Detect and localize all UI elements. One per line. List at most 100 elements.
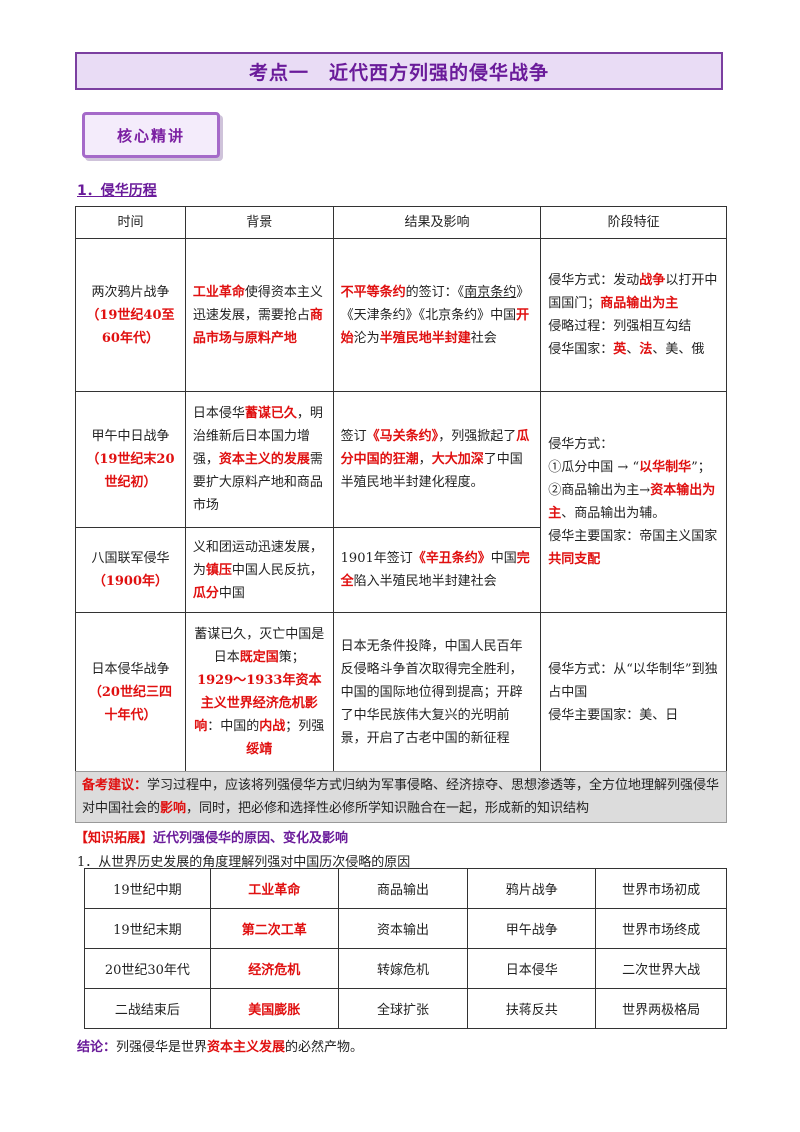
feature-cell: 侵华方式：从“以华制华”到独占中国侵华主要国家：美、日 <box>540 612 727 772</box>
invasion-history-table: 时间 背景 结果及影响 阶段特征 两次鸦片战争 （19世纪40至60年代） 工业… <box>75 206 727 772</box>
highlighted-term: 资本输出为主 <box>548 483 716 521</box>
background-cell: 工业革命使得资本主义迅速发展，需要抢占商品市场与原料产地 <box>184 238 334 392</box>
highlighted-term: 《辛丑条约》 <box>412 551 491 566</box>
table-cell: 全球扩张 <box>337 988 469 1029</box>
result-cell: 1901年签订《辛丑条约》中国完全陷入半殖民地半封建社会 <box>332 527 542 613</box>
page-title: 考点一 近代西方列强的侵华战争 <box>75 52 723 90</box>
result-cell: 日本无条件投降，中国人民百年反侵略斗争首次取得完全胜利，中国的国际地位得到提高；… <box>332 612 542 772</box>
time-cell: 两次鸦片战争 （19世纪40至60年代） <box>75 238 186 392</box>
highlighted-term: 共同支配 <box>548 552 601 567</box>
table-cell: 世界市场初成 <box>595 868 727 909</box>
highlighted-term: 开始 <box>340 307 530 346</box>
table-cell: 世界两极格局 <box>595 988 727 1029</box>
war-name: 两次鸦片战争 <box>91 284 170 300</box>
table-cell: 工业革命 <box>209 868 339 909</box>
table-cell: 商品输出 <box>337 868 469 909</box>
exam-advice-box: 备考建议：学习过程中，应该将列强侵华方式归纳为军事侵略、经济掠夺、思想渗透等，全… <box>75 771 727 823</box>
highlighted-term: 完全 <box>340 551 530 589</box>
table-cell: 经济危机 <box>209 948 339 989</box>
highlighted-term: 不平等条约 <box>340 284 406 300</box>
highlighted-term: 商品市场与原料产地 <box>192 307 323 346</box>
table-row: 20世纪30年代经济危机转嫁危机日本侵华二次世界大战 <box>84 948 727 989</box>
extension-title: 近代列强侵华的原因、变化及影响 <box>153 831 349 846</box>
war-name: 日本侵华战争 <box>91 661 170 677</box>
header-time: 时间 <box>75 206 186 239</box>
table-header-row: 时间 背景 结果及影响 阶段特征 <box>75 206 727 239</box>
table-cell: 世界市场终成 <box>595 908 727 949</box>
conclusion-text-after: 的必然产物。 <box>285 1040 364 1055</box>
highlighted-term: 半殖民地半封建 <box>379 330 471 346</box>
time-cell: 日本侵华战争 （20世纪三四十年代） <box>75 612 186 772</box>
background-cell: 义和团运动迅速发展，为镇压中国人民反抗，瓜分中国 <box>184 527 334 613</box>
table-row: 19世纪末期第二次工革资本输出甲午战争世界市场终成 <box>84 908 727 949</box>
table-cell: 美国膨胀 <box>209 988 339 1029</box>
highlighted-term: 内战 <box>259 719 286 734</box>
highlighted-term: 工业革命 <box>192 284 245 300</box>
table-cell: 日本侵华 <box>467 948 597 989</box>
war-name: 八国联军侵华 <box>91 551 170 566</box>
highlighted-term: 法 <box>639 342 653 357</box>
core-lecture-badge: 核心精讲 <box>82 112 220 158</box>
table-row: 日本侵华战争 （20世纪三四十年代） 蓄谋已久，灭亡中国是日本既定国策；1929… <box>75 612 727 772</box>
highlighted-term: 镇压 <box>205 562 232 578</box>
highlighted-term: 瓜分 <box>192 585 219 601</box>
table-row: 八国联军侵华 （1900年） 义和团运动迅速发展，为镇压中国人民反抗，瓜分中国 … <box>75 527 727 613</box>
header-background: 背景 <box>184 206 334 239</box>
table-cell: 转嫁危机 <box>337 948 469 989</box>
extension-label: 【知识拓展】 <box>75 831 154 846</box>
table-cell: 第二次工革 <box>209 908 339 949</box>
highlighted-term: 战争 <box>639 273 666 288</box>
table-row: 二战结束后美国膨胀全球扩张扶蒋反共世界两极格局 <box>84 988 727 1029</box>
war-name: 甲午中日战争 <box>91 429 170 444</box>
table-cell: 甲午战争 <box>467 908 597 949</box>
highlighted-term: 资本主义的发展 <box>218 452 310 467</box>
header-feature: 阶段特征 <box>540 206 727 239</box>
conclusion: 结论：列强侵华是世界资本主义发展的必然产物。 <box>77 1036 363 1055</box>
badge-label: 核心精讲 <box>116 126 185 145</box>
table-cell: 二战结束后 <box>84 988 211 1029</box>
result-cell: 签订《马关条约》，列强掀起了瓜分中国的狂潮，大大加深了中国半殖民地半封建化程度。 <box>332 391 542 528</box>
conclusion-text-before: 列强侵华是世界 <box>116 1040 208 1055</box>
highlighted-term: 1929～1933年资本主义世界经济危机影响 <box>194 673 322 734</box>
underlined-text: 南京条约 <box>464 284 517 300</box>
highlighted-term: 商品输出为主 <box>600 296 679 311</box>
section-heading: 1．侵华历程 <box>77 183 157 199</box>
table-cell: 20世纪30年代 <box>84 948 211 989</box>
time-cell: 八国联军侵华 （1900年） <box>75 527 186 613</box>
war-period: （20世纪三四十年代） <box>88 684 172 723</box>
table-row: 19世纪中期工业革命商品输出鸦片战争世界市场初成 <box>84 868 727 909</box>
highlighted-term: 影响 <box>160 801 187 816</box>
time-cell: 甲午中日战争 （19世纪末20世纪初） <box>75 391 186 528</box>
feature-cell: 侵华方式：发动战争以打开中国国门；商品输出为主侵略过程：列强相互勾结侵华国家：英… <box>540 238 727 392</box>
highlighted-term: 蓄谋已久 <box>244 406 297 421</box>
advice-label: 备考建议： <box>82 778 148 793</box>
background-cell: 日本侵华蓄谋已久，明治维新后日本国力增强，资本主义的发展需要扩大原料产地和商品市… <box>184 391 334 528</box>
highlighted-term: 《马关条约》 <box>366 429 439 444</box>
header-result: 结果及影响 <box>332 206 542 239</box>
background-cell: 蓄谋已久，灭亡中国是日本既定国策；1929～1933年资本主义世界经济危机影响：… <box>184 612 334 772</box>
highlighted-term: 大大加深 <box>431 452 484 467</box>
table-row: 甲午中日战争 （19世纪末20世纪初） 日本侵华蓄谋已久，明治维新后日本国力增强… <box>75 391 727 613</box>
knowledge-extension-heading: 【知识拓展】近代列强侵华的原因、变化及影响 <box>75 827 348 846</box>
table-cell: 鸦片战争 <box>467 868 597 909</box>
feature-cell: 侵华方式：①瓜分中国 → “以华制华”；②商品输出为主→资本输出为主、商品输出为… <box>540 391 727 613</box>
table-cell: 19世纪中期 <box>84 868 211 909</box>
table-cell: 19世纪末期 <box>84 908 211 949</box>
war-period: （19世纪末20世纪初） <box>86 452 175 490</box>
advice-text: 学习过程中，应该将列强侵华方式归纳为军事侵略、经济掠夺、思想渗透等，全方位地理解… <box>82 778 720 816</box>
table-cell: 资本输出 <box>337 908 469 949</box>
table-cell: 扶蒋反共 <box>467 988 597 1029</box>
highlighted-term: 以华制华 <box>639 460 692 475</box>
table-row: 两次鸦片战争 （19世纪40至60年代） 工业革命使得资本主义迅速发展，需要抢占… <box>75 238 727 392</box>
highlighted-term: 瓜分中国的狂潮 <box>340 429 530 467</box>
war-period: （1900年） <box>92 574 169 589</box>
highlighted-term: 既定国 <box>239 650 279 665</box>
highlighted-term: 绥靖 <box>246 742 273 757</box>
extension-question: 1．从世界历史发展的角度理解列强对中国历次侵略的原因 <box>77 855 411 870</box>
conclusion-highlight: 资本主义发展 <box>207 1040 286 1055</box>
conclusion-label: 结论： <box>77 1040 117 1055</box>
result-cell: 不平等条约的签订：《南京条约》《天津条约》《北京条约》中国开始沦为半殖民地半封建… <box>332 238 542 392</box>
table-cell: 二次世界大战 <box>595 948 727 989</box>
war-period: （19世纪40至60年代） <box>86 307 175 346</box>
